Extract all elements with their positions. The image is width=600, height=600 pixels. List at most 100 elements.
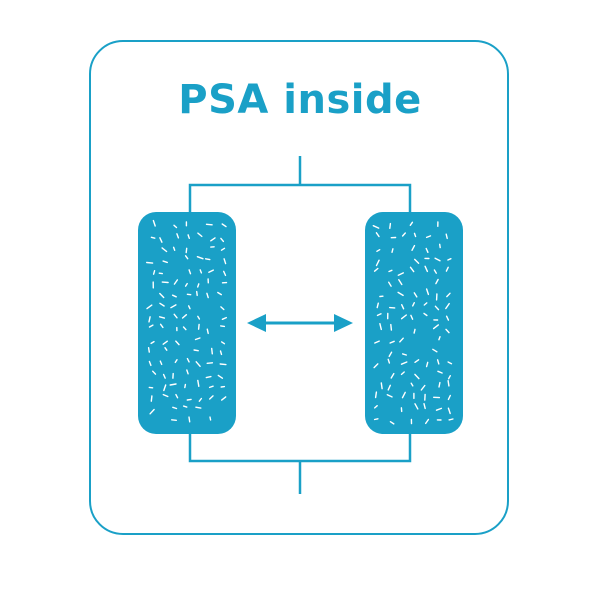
granule-mark — [447, 258, 452, 261]
granule-mark — [159, 292, 165, 299]
granule-mark — [390, 323, 393, 331]
granule-mark — [197, 323, 200, 330]
granule-mark — [425, 288, 430, 296]
granule-mark — [195, 406, 202, 409]
granule-mark — [163, 384, 167, 392]
granule-mark — [174, 359, 178, 364]
granule-mark — [148, 324, 154, 328]
granule-mark — [188, 416, 191, 423]
granule-mark — [193, 349, 199, 352]
granule-mark — [424, 265, 429, 273]
granule-mark — [220, 396, 227, 401]
granule-mark — [445, 233, 448, 240]
badge-title: PSA inside — [178, 77, 422, 123]
granule-mark — [198, 397, 203, 402]
granule-mark — [150, 340, 155, 345]
granule-mark — [402, 353, 407, 356]
granule-mark — [172, 406, 178, 410]
granule-mark — [186, 398, 192, 401]
granule-mark — [170, 304, 177, 309]
granule-mark — [220, 247, 226, 251]
granule-mark — [186, 369, 189, 375]
granule-mark — [222, 270, 227, 277]
granule-mark — [184, 282, 188, 287]
granule-mark — [176, 233, 180, 239]
granule-mark — [187, 305, 191, 310]
granule-mark — [446, 292, 451, 298]
granule-mark — [185, 247, 188, 254]
left-adsorbent-granules — [145, 219, 228, 423]
granule-mark — [399, 337, 404, 343]
granule-mark — [412, 302, 415, 307]
granule-mark — [413, 232, 417, 238]
granule-mark — [388, 269, 393, 273]
granule-mark — [171, 294, 177, 298]
granule-mark — [391, 248, 394, 254]
granule-mark — [220, 237, 225, 243]
granule-mark — [432, 324, 439, 330]
granule-mark — [219, 363, 227, 366]
granule-mark — [373, 267, 379, 272]
granule-mark — [447, 407, 451, 415]
granule-mark — [374, 340, 380, 344]
granule-mark — [445, 328, 450, 334]
top-manifold-pipe — [188, 183, 412, 214]
granule-mark — [410, 314, 414, 320]
granule-mark — [188, 269, 192, 275]
granule-mark — [206, 362, 214, 364]
granule-mark — [436, 359, 440, 365]
granule-mark — [196, 256, 204, 260]
granule-mark — [389, 340, 395, 344]
granule-mark — [205, 375, 212, 379]
granule-mark — [380, 382, 383, 390]
granule-mark — [175, 393, 179, 399]
left-adsorber-vessel — [138, 212, 236, 434]
granule-mark — [437, 370, 443, 374]
granule-mark — [206, 328, 209, 335]
granule-mark — [414, 373, 420, 380]
granule-mark — [181, 314, 188, 319]
right-adsorber-vessel — [365, 212, 463, 434]
granule-mark — [208, 385, 214, 389]
granule-mark — [162, 340, 169, 345]
granule-mark — [209, 416, 212, 421]
granule-mark — [423, 403, 426, 410]
granule-mark — [447, 375, 451, 380]
granule-mark — [409, 221, 414, 227]
granule-mark — [221, 223, 227, 228]
granule-mark — [152, 270, 156, 275]
granule-mark — [387, 384, 391, 391]
granule-mark — [184, 383, 187, 389]
granule-mark — [434, 305, 440, 311]
granule-mark — [169, 383, 177, 386]
granule-mark — [217, 374, 224, 379]
granule-mark — [148, 360, 152, 367]
granule-mark — [390, 372, 395, 379]
granule-mark — [386, 394, 393, 398]
granule-mark — [388, 281, 392, 287]
granule-mark — [376, 248, 381, 253]
granule-mark — [423, 302, 428, 306]
granule-mark — [219, 350, 223, 356]
granule-mark — [397, 272, 404, 276]
granule-mark — [425, 361, 429, 368]
granule-mark — [448, 418, 454, 421]
granule-mark — [164, 347, 168, 351]
granule-mark — [425, 235, 432, 239]
granule-mark — [187, 234, 191, 240]
granule-mark — [376, 313, 382, 317]
granule-mark — [411, 244, 416, 252]
bottom-manifold-pipe — [188, 432, 412, 463]
granule-mark — [400, 314, 407, 320]
granule-mark — [182, 326, 187, 331]
granule-mark — [423, 312, 428, 317]
granule-mark — [159, 360, 163, 366]
granule-mark — [413, 328, 416, 334]
granule-mark — [208, 395, 214, 400]
granule-mark — [148, 316, 151, 323]
granule-mark — [175, 340, 180, 346]
right-adsorbent-granules — [372, 221, 454, 425]
granule-mark — [447, 380, 450, 387]
granule-mark — [420, 384, 426, 391]
